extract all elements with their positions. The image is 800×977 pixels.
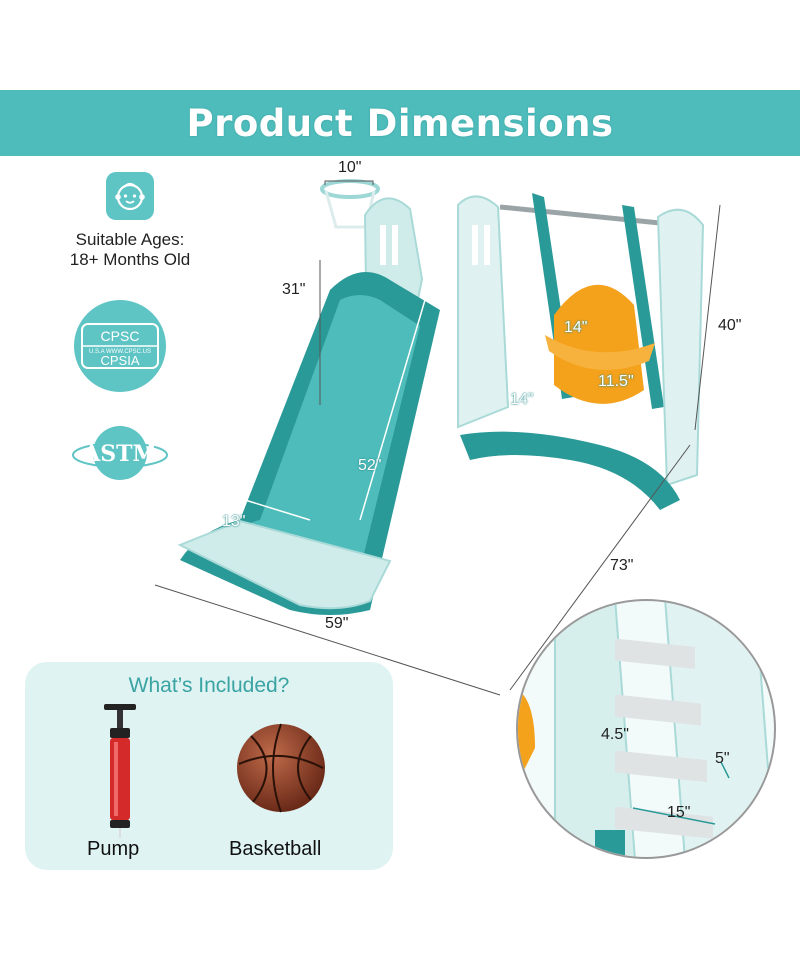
dim-slide-height: 31": [282, 281, 306, 298]
whats-included-title: What’s Included?: [128, 674, 290, 697]
age-line-2: 18+ Months Old: [69, 250, 191, 269]
dim-seat-depth: 11.5": [598, 373, 634, 390]
dim-seat-height: 14": [564, 319, 588, 336]
whats-included-panel: What’s Included? Pump Ba: [25, 662, 393, 870]
swing-arm-right: [622, 205, 664, 409]
pump-icon: [100, 702, 140, 842]
dim-slide-length: 52": [358, 457, 382, 474]
basketball-label: Basketball: [229, 838, 322, 860]
page-title: Product Dimensions: [186, 101, 614, 145]
right-tower: [656, 208, 705, 487]
stairs-detail-zoom: 4.5" 5" 15": [515, 598, 777, 860]
dim-step-rise: 4.5": [601, 726, 629, 743]
hoop-rim: [320, 179, 380, 199]
dim-step-width: 15": [667, 804, 691, 821]
title-banner: Product Dimensions: [0, 90, 800, 156]
age-line-1: Suitable Ages:: [75, 230, 185, 249]
slide-lip: [177, 519, 392, 610]
product-illustration: 10" 31" 52" 13" 59" 73" 40" 14" 11.5" 14…: [140, 159, 800, 705]
astm-text: ASTM: [82, 441, 157, 467]
cpsc-top-text: CPSC: [101, 328, 140, 344]
swing-base: [460, 431, 680, 510]
cpsia-text: CPSIA: [100, 353, 139, 368]
dim-step-depth: 5": [715, 750, 730, 767]
dim-total-depth: 73": [610, 557, 634, 574]
slide-swing-drawing: [154, 179, 721, 696]
basketball-icon: [235, 722, 327, 814]
dim-top-width: 10": [338, 159, 362, 176]
middle-tower: [457, 195, 510, 429]
dim-total-length: 59": [325, 615, 349, 632]
baby-face-icon: [106, 172, 154, 220]
pump-label: Pump: [87, 838, 140, 860]
dim-total-height: 40": [718, 317, 742, 334]
cpsc-mid-text: U.S.A WWW.CPSC.US: [89, 349, 151, 355]
dim-seat-width: 14": [510, 391, 534, 408]
astm-logo: ASTM: [70, 413, 170, 493]
swing-seat: [554, 284, 644, 404]
age-recommendation: Suitable Ages: 18+ Months Old: [45, 172, 215, 270]
age-text: Suitable Ages: 18+ Months Old: [45, 230, 215, 270]
dim-slide-width: 13": [222, 513, 246, 530]
slide-surface: [210, 295, 420, 596]
cpsc-badge: CPSC U.S.A WWW.CPSC.US CPSIA: [70, 296, 170, 396]
stairs-drawing: [516, 599, 776, 859]
